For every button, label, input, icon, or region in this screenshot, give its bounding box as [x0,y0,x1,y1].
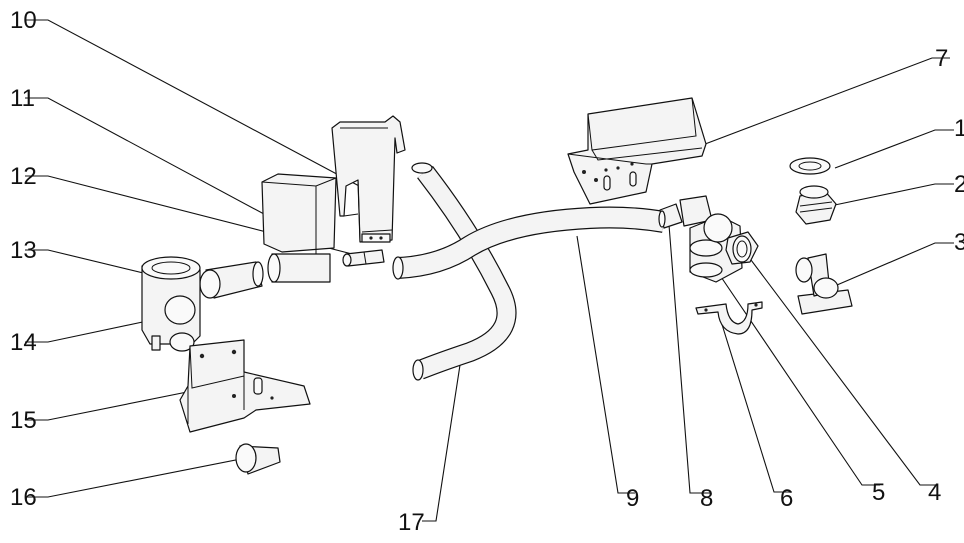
leader-14 [25,319,153,343]
part-5-valve-body [679,195,743,283]
part-12-coupling [342,249,385,267]
label-17: 17 [398,509,425,536]
leader-17 [422,364,461,522]
part-15-mounting-plate [179,339,311,433]
leader-1 [834,129,954,169]
part-14-valve-body [141,256,201,352]
part-16-cylinder [235,443,281,475]
part-17-bent-tube [411,162,517,381]
part-10-bracket [331,115,406,243]
leader-10 [25,19,377,196]
part-13-pipe-stub [199,261,264,299]
label-1: 1 [954,115,964,142]
part-4-nut [725,231,759,265]
leader-12 [25,175,357,256]
part-2-threaded-fitting [795,185,837,225]
leader-4 [744,251,936,486]
leader-11 [25,97,291,229]
leader-9 [576,235,635,494]
label-6: 6 [780,485,793,512]
label-16: 16 [10,484,37,511]
label-10: 10 [10,7,37,34]
part-6-clamp [695,301,763,335]
leader-7 [654,57,950,164]
leader-2 [829,183,954,207]
part-9-hose [392,206,666,280]
part-8-fitting [658,203,683,229]
label-11: 11 [10,85,35,112]
leader-16 [25,455,257,498]
part-labels: 1 2 3 4 5 6 7 8 9 10 11 12 13 14 15 16 1… [10,7,964,536]
leader-5 [714,267,880,486]
label-2: 2 [954,171,964,198]
label-15: 15 [10,407,37,434]
leader-6 [719,317,792,493]
leader-15 [25,384,223,421]
label-14: 14 [10,329,37,356]
part-3-valve [795,253,853,315]
label-7: 7 [935,45,948,72]
label-13: 13 [10,237,37,264]
label-8: 8 [700,485,713,512]
leader-3 [829,242,954,289]
part-1-washer [789,157,831,175]
label-5: 5 [872,479,885,506]
label-12: 12 [10,163,37,190]
label-3: 3 [954,229,964,256]
label-4: 4 [928,479,941,506]
part-11-housing [261,173,337,283]
part-7-tray-bracket [567,97,707,205]
leader-8 [667,211,710,494]
label-9: 9 [626,485,639,512]
